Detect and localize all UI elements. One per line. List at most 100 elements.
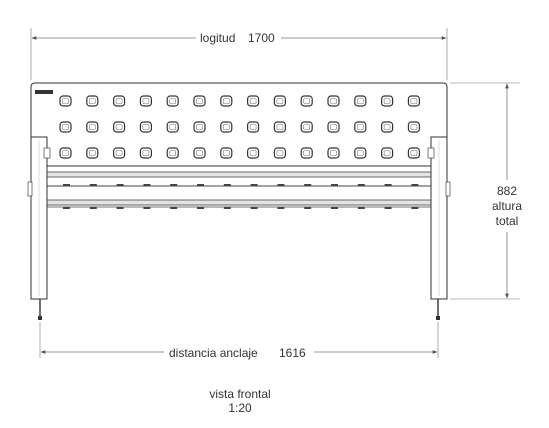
seat-bolt <box>331 184 338 186</box>
seat-bolt <box>170 184 178 186</box>
perforation-hole <box>407 121 420 133</box>
seat-bolt <box>411 207 419 209</box>
seat-bolt <box>277 207 285 209</box>
perforation-hole <box>273 147 286 159</box>
perforation-hole <box>59 147 72 159</box>
perforation-hole-inner <box>303 150 311 156</box>
seat-bolt <box>116 207 124 209</box>
perforation-hole <box>112 95 126 107</box>
anchor-value: 1616 <box>279 346 306 360</box>
perforation-hole-inner <box>115 150 123 156</box>
seat-bolt <box>89 207 97 209</box>
perforation-hole-inner <box>383 150 391 156</box>
perforation-hole <box>354 147 367 159</box>
perforation-hole <box>86 147 99 159</box>
perforation-hole-inner <box>276 150 284 156</box>
perforation-hole-inner <box>383 124 391 130</box>
perforation-hole <box>247 147 260 159</box>
view-title: vista frontal <box>209 387 270 401</box>
perforation-hole-inner <box>410 98 418 104</box>
seat-bolt <box>250 207 258 209</box>
seat-bolt <box>143 184 151 186</box>
perforation-hole-inner <box>169 98 176 104</box>
perforation-hole-inner <box>276 98 284 104</box>
perforation-hole-inner <box>276 124 284 130</box>
seat-top-slat <box>46 171 432 178</box>
perforation-hole-inner <box>89 150 96 156</box>
perforation-hole-inner <box>89 98 96 104</box>
backrest-panel <box>30 82 448 167</box>
seat-bolt <box>197 184 204 186</box>
perforation-hole <box>166 121 179 133</box>
seat-bolt <box>250 184 258 186</box>
perforation-hole <box>247 121 260 133</box>
anchor-distance-dimension: distancia anclaje 1616 <box>39 322 439 360</box>
perforation-hole <box>112 147 126 159</box>
perforation-hole-inner <box>196 150 203 156</box>
perforation-hole-inner <box>142 150 150 156</box>
seat-bolt <box>223 207 231 209</box>
perforation-hole-inner <box>62 124 69 130</box>
perforation-hole <box>273 95 286 107</box>
perforation-hole <box>193 95 206 107</box>
length-value: 1700 <box>248 31 275 45</box>
perforation-hole-inner <box>303 98 311 104</box>
perforation-hole <box>327 121 340 133</box>
perforation-hole-inner <box>169 124 176 130</box>
logo-mark <box>35 90 53 94</box>
perforation-hole <box>247 95 260 107</box>
seat-bolt <box>223 184 231 186</box>
perforation-hole <box>193 121 206 133</box>
perforation-hole <box>112 121 126 133</box>
perforation-hole <box>381 147 394 159</box>
seat-bolt <box>63 184 70 186</box>
perforation-hole <box>193 147 206 159</box>
perforation-hole-inner <box>330 98 337 104</box>
left-leg <box>27 136 51 320</box>
perforation-hole-inner <box>223 124 230 130</box>
perforation-hole <box>220 147 233 159</box>
seat-bolts-lower <box>63 207 419 209</box>
perforation-hole <box>300 95 313 107</box>
perforation-hole <box>381 121 394 133</box>
perforation-hole <box>407 147 420 159</box>
perforation-hole-inner <box>223 150 230 156</box>
anchor-label: distancia anclaje <box>169 346 258 360</box>
seat-bolt <box>197 207 204 209</box>
perforation-hole-inner <box>115 98 123 104</box>
perforation-hole-inner <box>303 124 311 130</box>
length-label: logitud <box>200 31 235 45</box>
seat-bolt <box>411 184 419 186</box>
perforation-hole <box>354 121 367 133</box>
perforation-hole <box>166 95 179 107</box>
perforation-hole <box>327 147 340 159</box>
perforation-hole-inner <box>142 124 150 130</box>
perforation-hole <box>139 121 152 133</box>
seat-front-slat <box>46 199 432 206</box>
seat-bolt <box>357 207 365 209</box>
perforation-hole <box>139 147 152 159</box>
seat-bolt <box>116 184 124 186</box>
seat-bolts-upper <box>63 184 419 186</box>
seat-bolt <box>63 207 70 209</box>
perforation-hole <box>300 121 313 133</box>
perforation-hole-inner <box>356 150 364 156</box>
perforation-hole <box>300 147 313 159</box>
seat <box>46 171 432 209</box>
seat-bolt <box>304 184 312 186</box>
seat-bolt <box>277 184 285 186</box>
perforation-hole <box>86 121 99 133</box>
perforation-hole-inner <box>330 124 337 130</box>
perforation-hole-inner <box>249 150 257 156</box>
length-dimension: logitud 1700 <box>30 28 448 80</box>
perforation-hole <box>139 95 152 107</box>
seat-bolt <box>89 184 97 186</box>
perforation-hole <box>166 147 179 159</box>
perforation-hole-inner <box>223 98 230 104</box>
perforation-hole-inner <box>196 98 203 104</box>
perforation-hole-inner <box>62 150 69 156</box>
perforation-hole <box>86 95 99 107</box>
seat-bolt <box>357 184 365 186</box>
perforation-hole <box>354 95 367 107</box>
seat-bolt <box>384 184 392 186</box>
